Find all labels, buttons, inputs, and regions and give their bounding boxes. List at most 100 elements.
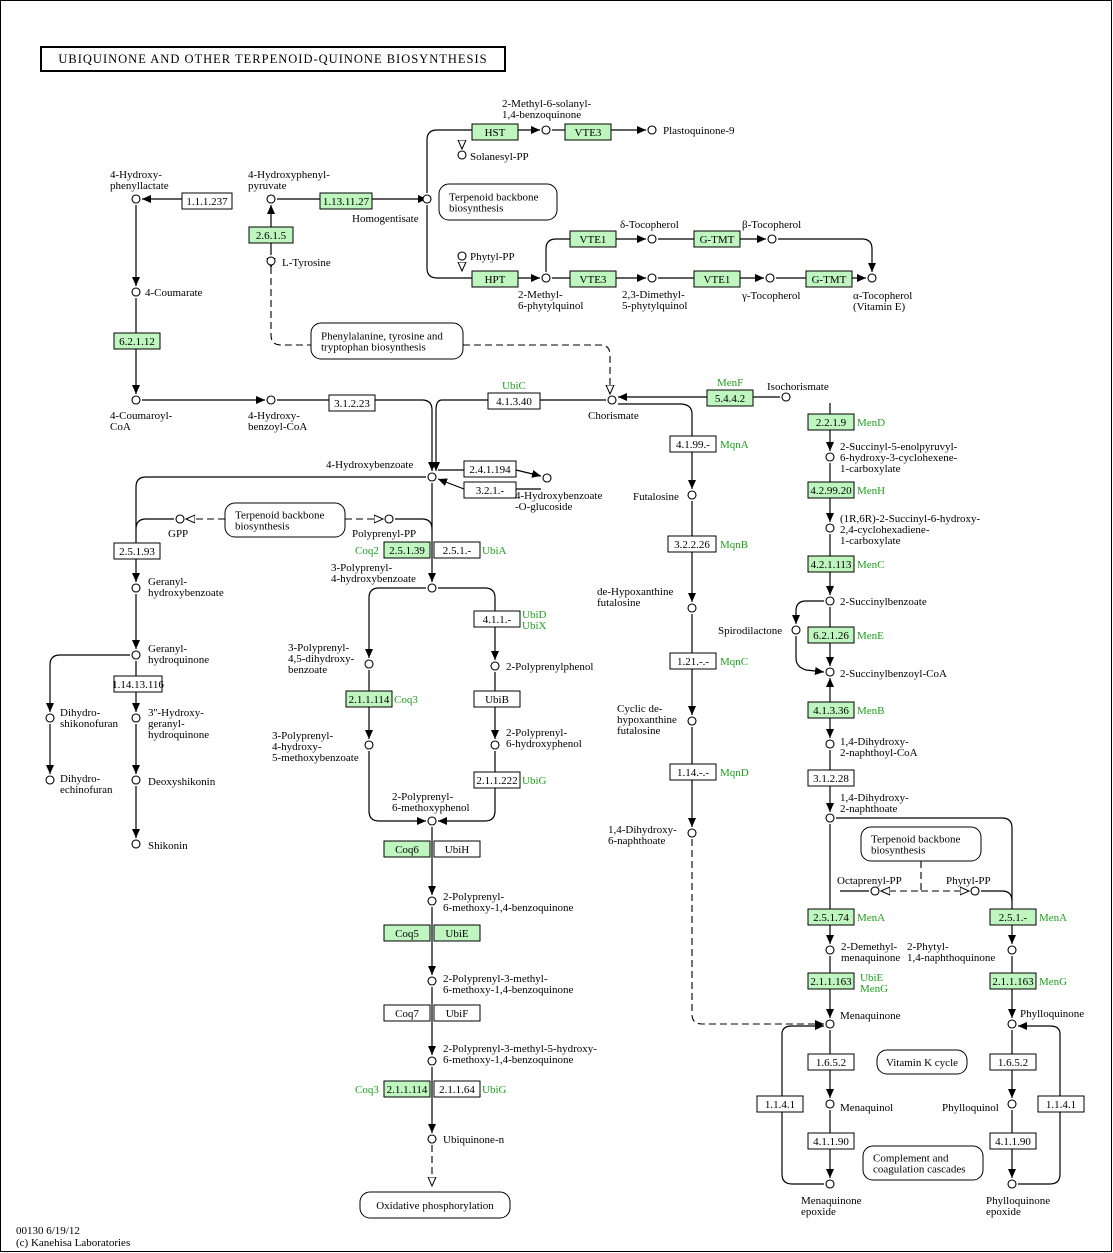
- compound-node[interactable]: [767, 234, 777, 244]
- enzyme-box[interactable]: [463, 481, 517, 499]
- compound-node[interactable]: [364, 659, 374, 669]
- compound-node[interactable]: [687, 490, 697, 500]
- enzyme-box[interactable]: [693, 270, 741, 288]
- enzyme-box[interactable]: [807, 701, 855, 719]
- pathway-map-link[interactable]: [438, 183, 558, 221]
- compound-node[interactable]: [427, 583, 437, 593]
- enzyme-box[interactable]: [433, 840, 481, 858]
- enzyme-box[interactable]: [383, 840, 431, 858]
- enzyme-box[interactable]: [805, 270, 853, 288]
- compound-node[interactable]: [1007, 1019, 1017, 1029]
- enzyme-box[interactable]: [807, 413, 855, 431]
- enzyme-box[interactable]: [433, 1004, 481, 1022]
- compound-node[interactable]: [825, 739, 835, 749]
- enzyme-box[interactable]: [807, 1132, 855, 1150]
- compound-node[interactable]: [131, 583, 141, 593]
- compound-node[interactable]: [870, 886, 880, 896]
- enzyme-box[interactable]: [345, 690, 393, 708]
- pathway-map-link[interactable]: [876, 1049, 968, 1075]
- compound-node[interactable]: [541, 273, 551, 283]
- enzyme-box[interactable]: [807, 1053, 855, 1071]
- compound-node[interactable]: [1007, 1099, 1017, 1109]
- enzyme-box[interactable]: [181, 192, 233, 210]
- enzyme-box[interactable]: [807, 972, 855, 990]
- enzyme-box[interactable]: [433, 541, 481, 559]
- enzyme-box[interactable]: [569, 230, 617, 248]
- compound-node[interactable]: [427, 976, 437, 986]
- compound-node[interactable]: [647, 125, 657, 135]
- compound-node[interactable]: [970, 886, 980, 896]
- enzyme-box[interactable]: [564, 123, 612, 141]
- compound-node[interactable]: [131, 650, 141, 660]
- pathway-map-link[interactable]: [310, 322, 464, 360]
- compound-node[interactable]: [131, 395, 141, 405]
- compound-node[interactable]: [687, 828, 697, 838]
- compound-node[interactable]: [266, 256, 276, 266]
- compound-node[interactable]: [781, 392, 791, 402]
- enzyme-box[interactable]: [989, 1132, 1037, 1150]
- enzyme-box[interactable]: [569, 270, 617, 288]
- enzyme-box[interactable]: [383, 541, 431, 559]
- compound-node[interactable]: [131, 775, 141, 785]
- compound-node[interactable]: [457, 150, 467, 160]
- compound-node[interactable]: [647, 273, 657, 283]
- compound-node[interactable]: [1007, 945, 1017, 955]
- compound-node[interactable]: [687, 603, 697, 613]
- compound-node[interactable]: [490, 661, 500, 671]
- compound-node[interactable]: [825, 523, 835, 533]
- enzyme-box[interactable]: [471, 270, 519, 288]
- compound-node[interactable]: [687, 716, 697, 726]
- compound-node[interactable]: [825, 596, 835, 606]
- compound-node[interactable]: [131, 713, 141, 723]
- compound-node[interactable]: [825, 1019, 835, 1029]
- compound-node[interactable]: [131, 839, 141, 849]
- compound-node[interactable]: [1007, 1179, 1017, 1189]
- pathway-map-link[interactable]: [862, 1145, 984, 1181]
- compound-node[interactable]: [427, 1134, 437, 1144]
- enzyme-box[interactable]: [989, 1053, 1037, 1071]
- compound-node[interactable]: [266, 194, 276, 204]
- pathway-map-link[interactable]: [359, 1191, 511, 1219]
- compound-node[interactable]: [427, 1056, 437, 1066]
- compound-node[interactable]: [867, 273, 877, 283]
- enzyme-box[interactable]: [319, 192, 373, 210]
- enzyme-box[interactable]: [669, 763, 717, 781]
- compound-node[interactable]: [45, 775, 55, 785]
- compound-node[interactable]: [825, 813, 835, 823]
- compound-node[interactable]: [384, 514, 394, 524]
- enzyme-box[interactable]: [473, 690, 521, 708]
- enzyme-box[interactable]: [706, 389, 754, 407]
- compound-node[interactable]: [175, 514, 185, 524]
- enzyme-box[interactable]: [807, 908, 855, 926]
- compound-node[interactable]: [542, 473, 552, 483]
- compound-node[interactable]: [607, 395, 617, 405]
- enzyme-box[interactable]: [756, 1095, 804, 1113]
- compound-node[interactable]: [825, 1099, 835, 1109]
- compound-node[interactable]: [825, 1179, 835, 1189]
- compound-node[interactable]: [457, 251, 467, 261]
- enzyme-box[interactable]: [113, 675, 163, 693]
- enzyme-box[interactable]: [807, 481, 855, 499]
- compound-node[interactable]: [427, 472, 437, 482]
- compound-node[interactable]: [825, 452, 835, 462]
- compound-node[interactable]: [131, 194, 141, 204]
- enzyme-box[interactable]: [807, 769, 855, 787]
- enzyme-box[interactable]: [463, 460, 517, 478]
- compound-node[interactable]: [541, 125, 551, 135]
- enzyme-box[interactable]: [113, 542, 161, 560]
- enzyme-box[interactable]: [113, 332, 161, 350]
- enzyme-box[interactable]: [383, 1004, 431, 1022]
- enzyme-box[interactable]: [1037, 1095, 1085, 1113]
- enzyme-box[interactable]: [669, 435, 717, 453]
- compound-node[interactable]: [791, 625, 801, 635]
- compound-node[interactable]: [131, 287, 141, 297]
- compound-node[interactable]: [825, 945, 835, 955]
- enzyme-box[interactable]: [433, 924, 481, 942]
- enzyme-box[interactable]: [669, 652, 717, 670]
- enzyme-box[interactable]: [433, 1080, 481, 1098]
- compound-node[interactable]: [266, 395, 276, 405]
- compound-node[interactable]: [364, 740, 374, 750]
- compound-node[interactable]: [765, 273, 775, 283]
- enzyme-box[interactable]: [248, 226, 294, 244]
- enzyme-box[interactable]: [989, 908, 1037, 926]
